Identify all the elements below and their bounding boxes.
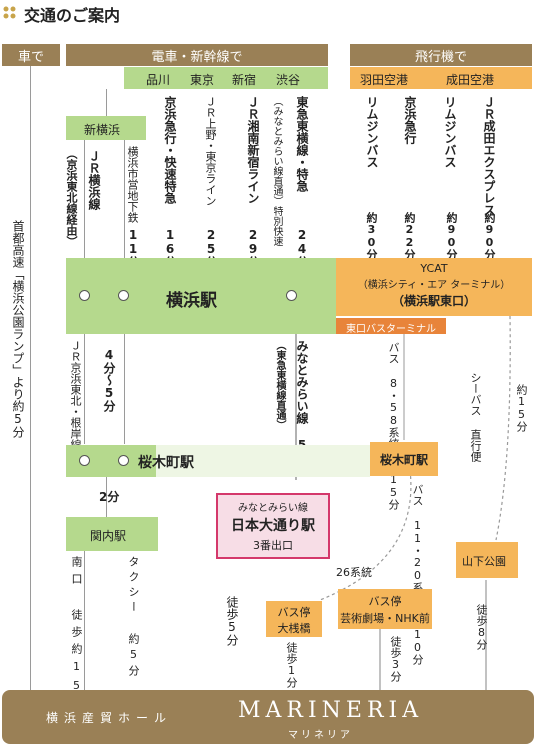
route-seabus: シーバス 直行便 <box>469 372 482 462</box>
route-walk3: 徒歩3分 <box>389 636 402 682</box>
route-subway: 横浜市営地下鉄 <box>126 146 139 223</box>
station-shinjuku: 新宿 <box>232 73 257 87</box>
kannai-box: 関内駅 <box>66 517 158 551</box>
bus-stop-geijutsu-box: バス停 芸術劇場・NHK前 <box>338 589 432 629</box>
title-icon <box>3 5 17 19</box>
station-shinagawa: 品川 <box>146 73 171 87</box>
kannai-label: 関内駅 <box>90 529 127 543</box>
ycat-terminal-label: 東口バスターミナル <box>346 324 436 335</box>
route-taxi: タクシー 約5分 <box>127 556 140 680</box>
route-keikyu-air: 京浜急行 <box>403 96 417 144</box>
header-train: 電車・新幹線で <box>66 44 328 66</box>
car-route-text: 首都高速「横浜公園ランプ」より約5分 <box>11 220 25 438</box>
line-negishi-2 <box>124 334 125 444</box>
sakuragicho-bus-box: 桜木町駅 <box>370 442 438 476</box>
stop-marker-toyoko <box>286 290 297 301</box>
route-walk1: 徒歩1分 <box>285 642 298 688</box>
train-station-bar: 品川 東京 新宿 渋谷 <box>124 67 328 89</box>
station-shibuya: 渋谷 <box>276 73 301 87</box>
line-keihin <box>84 140 85 300</box>
bus-stop-osanbashi-box: バス停 大桟橋 <box>266 601 322 637</box>
stop-marker-sakuragicho-1 <box>79 455 90 466</box>
route-minamiguchi: 南口 徒歩約15分 <box>70 556 83 715</box>
route-keikyu-air-time: 約22分 <box>403 212 416 260</box>
bus-stop-geijutsu-name: 芸術劇場・NHK前 <box>340 612 430 625</box>
footer-bar: 横浜産貿ホール MARINERIA マリネリア <box>2 690 534 744</box>
route-jr-ueno: ＪＲ上野・東京ライン <box>204 96 217 206</box>
route-bus-26: 26系統 <box>336 566 372 579</box>
footer-logo-kana: マリネリア <box>288 730 353 741</box>
car-line <box>30 66 31 698</box>
line-minamiguchi <box>84 551 85 691</box>
line-negishi <box>84 334 85 444</box>
airport-narita: 成田空港 <box>446 73 495 87</box>
route-limousine2-time: 約90分 <box>445 212 458 260</box>
yokohama-station-label: 横浜駅 <box>166 291 217 311</box>
header-plane: 飛行機で <box>350 44 532 66</box>
route-jr-negishi: ＪＲ京浜東北・根岸線 <box>69 340 82 450</box>
ycat-line3: （横浜駅東口） <box>391 294 476 308</box>
ycat-line2: （横浜シティ・エア ターミナル） <box>357 280 511 291</box>
kannai-time: 2分 <box>99 490 120 504</box>
nihon-odori-line: みなとみらい線 <box>238 503 308 514</box>
ycat-terminal-bar: 東口バスターミナル <box>336 318 446 335</box>
route-narita-express: ＪＲ成田エクスプレス <box>482 96 496 216</box>
footer-logo: MARINERIA <box>238 698 424 723</box>
ycat-line1: YCAT <box>420 262 448 275</box>
line-to-kannai <box>106 477 107 517</box>
route-jr-negishi-time: 4分〜5分 <box>102 348 116 412</box>
yamashita-label: 山下公園 <box>462 555 506 568</box>
route-bus-11-20: バス 11・20系統 約10分 <box>411 484 424 665</box>
airport-bar: 羽田空港 成田空港 <box>350 67 532 89</box>
route-limousine1: リムジンバス <box>365 96 379 168</box>
shin-yokohama-label: 新横浜 <box>84 123 121 137</box>
route-seabus-time: 約15分 <box>515 384 528 432</box>
route-keihin-tohoku: （京浜東北線経由） <box>65 148 78 247</box>
nihon-odori-name: 日本大通り駅 <box>231 518 315 534</box>
route-minatomirai-line: みなとみらい線 5分 <box>295 340 309 464</box>
sakuragicho-band <box>156 445 370 477</box>
route-walk8: 徒歩8分 <box>475 604 488 650</box>
bus-stop-osanbashi-label: バス停 <box>277 606 311 619</box>
route-limousine2: リムジンバス <box>443 96 457 168</box>
line-jr-yokohama-2 <box>124 140 125 260</box>
page-title: 交通のご案内 <box>24 6 121 25</box>
bus-stop-geijutsu-label: バス停 <box>368 595 402 608</box>
nihon-odori-exit: 3番出口 <box>253 539 293 552</box>
route-toyoko: 東急東横線・特急 <box>295 96 309 192</box>
route-jr-shonan: ＪＲ湘南新宿ライン <box>246 96 260 204</box>
route-limousine1-time: 約30分 <box>365 212 378 260</box>
stop-marker-jr-yokohama <box>118 290 129 301</box>
sakuragicho-label: 桜木町駅 <box>138 455 194 471</box>
route-keikyu: 京浜急行・快速特急 <box>163 96 177 204</box>
station-tokyo: 東京 <box>190 73 215 87</box>
shin-yokohama-box: 新横浜 <box>66 116 146 140</box>
route-walk5: 徒歩5分 <box>225 596 239 646</box>
route-minatomirai-direct: （みなとみらい線直通）特別快速 <box>271 96 282 246</box>
yamashita-box: 山下公園 <box>456 542 518 578</box>
ycat-box: YCAT （横浜シティ・エア ターミナル） （横浜駅東口） <box>336 258 532 316</box>
airport-haneda: 羽田空港 <box>360 73 409 87</box>
header-car: 車で <box>2 44 60 66</box>
sakuragicho-bus-label: 桜木町駅 <box>380 453 429 467</box>
route-minatomirai-note: （東急東横線直通） <box>274 340 285 430</box>
route-jr-yokohama: ＪＲ横浜線 <box>87 150 101 210</box>
stop-marker-keihin <box>79 290 90 301</box>
line-jr-yokohama <box>106 89 107 116</box>
nihon-odori-box: みなとみらい線 日本大通り駅 3番出口 <box>216 493 330 559</box>
bus-stop-osanbashi-name: 大桟橋 <box>277 622 311 635</box>
stop-marker-sakuragicho-2 <box>118 455 129 466</box>
footer-hall-name: 横浜産貿ホール <box>46 711 173 725</box>
route-narita-express-time: 約90分 <box>483 212 496 260</box>
